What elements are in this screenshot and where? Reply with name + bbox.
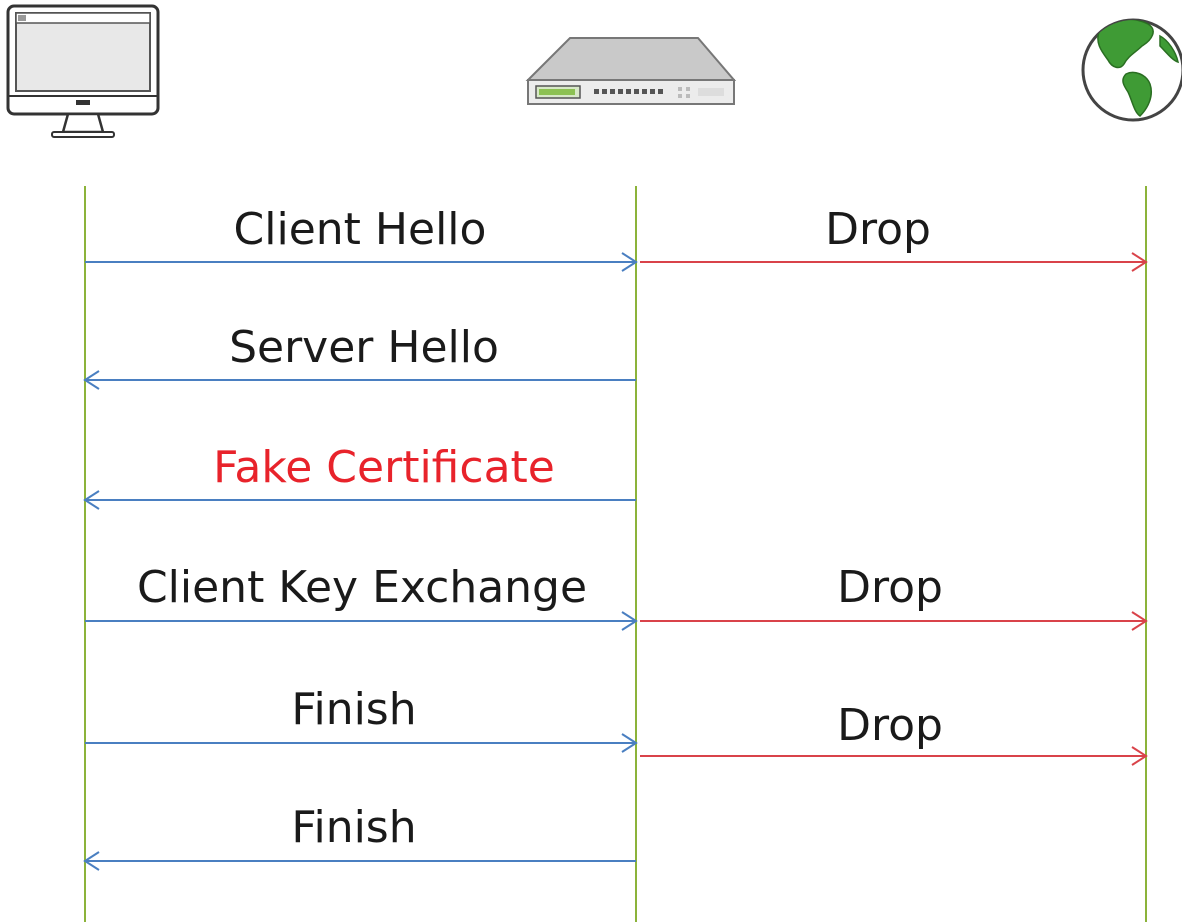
message-label: Finish: [291, 802, 416, 853]
message-5: Client Key Exchange: [85, 562, 638, 631]
message-label: Drop: [825, 204, 931, 255]
message-label: Client Hello: [234, 204, 487, 255]
arrowhead: [1131, 746, 1148, 766]
message-2: Drop: [640, 204, 1148, 272]
message-6: Drop: [640, 562, 1148, 631]
message-label: Server Hello: [229, 322, 499, 373]
arrowhead: [1131, 611, 1148, 631]
message-7: Finish: [85, 684, 638, 753]
arrowhead: [621, 611, 638, 631]
network-appliance-icon: [525, 37, 737, 105]
message-label: Finish: [291, 684, 416, 735]
arrowhead: [83, 851, 100, 871]
message-8: Drop: [640, 700, 1148, 766]
globe-icon: [1081, 18, 1182, 122]
message-label: Drop: [837, 562, 943, 613]
message-label: Drop: [837, 700, 943, 751]
arrowhead: [1131, 252, 1148, 272]
message-4: Fake Certificate: [83, 442, 636, 510]
message-label: Client Key Exchange: [137, 562, 587, 613]
arrowhead: [83, 370, 100, 390]
arrowhead: [83, 490, 100, 510]
message-label: Fake Certificate: [213, 442, 555, 493]
message-9: Finish: [83, 802, 636, 871]
lifelines: [84, 186, 1147, 922]
arrowhead: [621, 733, 638, 753]
message-3: Server Hello: [83, 322, 636, 390]
arrowhead: [621, 252, 638, 272]
message-1: Client Hello: [85, 204, 638, 272]
computer-monitor-icon: [6, 4, 160, 138]
